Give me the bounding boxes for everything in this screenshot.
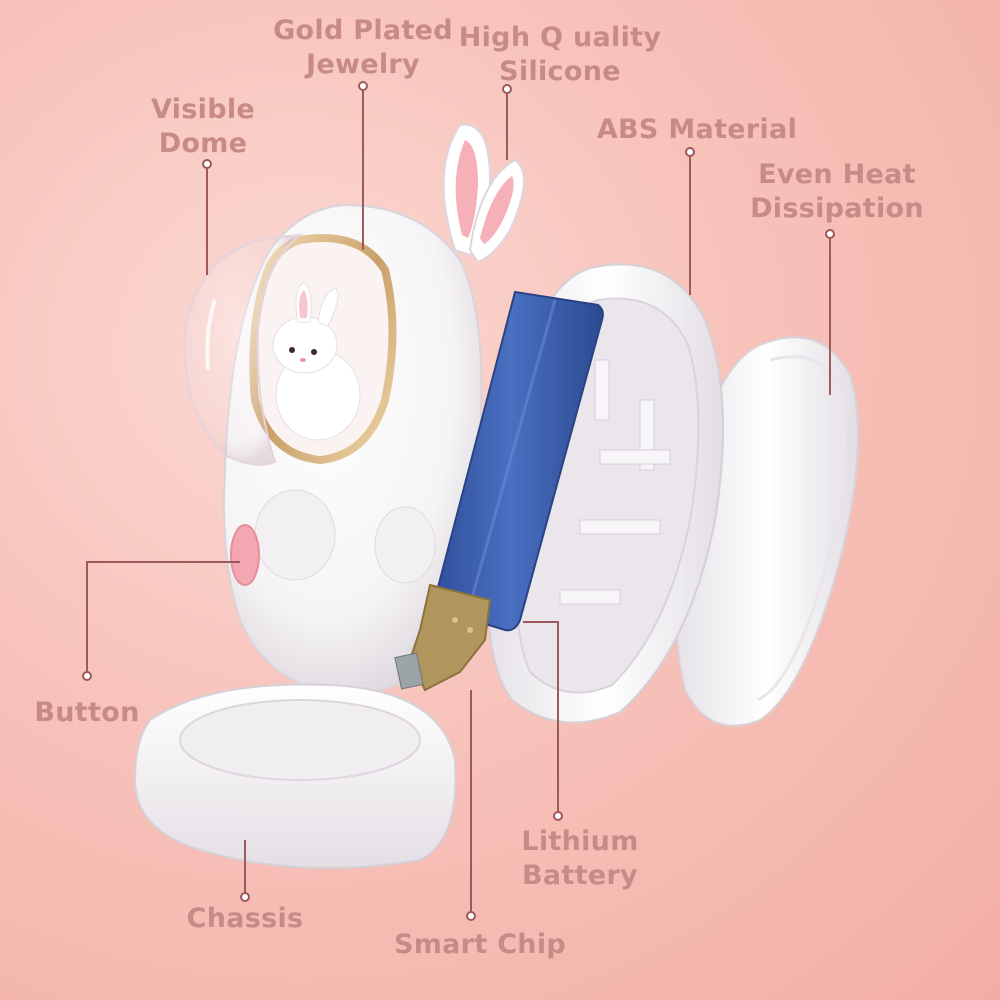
label-line: High Q uality	[458, 22, 662, 53]
label-visible-dome: Visible Dome	[133, 93, 273, 161]
label-line: Dome	[158, 128, 248, 159]
label-button: Button	[22, 696, 152, 730]
rabbit-ears	[442, 123, 525, 264]
label-abs-material: ABS Material	[590, 113, 804, 147]
visible-dome	[183, 233, 304, 466]
label-line: Dissipation	[750, 193, 924, 224]
label-line: Chassis	[186, 903, 304, 934]
label-line: Button	[34, 697, 140, 728]
label-line: ABS Material	[596, 114, 798, 145]
label-even-heat-dissipation: Even Heat Dissipation	[742, 158, 932, 226]
rabbit-figurine	[272, 281, 361, 441]
label-gold-plated-jewelry: Gold Plated Jewelry	[263, 14, 463, 82]
label-line: Silicone	[499, 56, 621, 87]
label-chassis: Chassis	[170, 902, 320, 936]
smart-chip-board	[394, 583, 492, 692]
label-line: Battery	[522, 860, 638, 891]
label-high-quality-silicone: High Q uality Silicone	[455, 21, 665, 89]
pink-button	[230, 524, 260, 586]
label-line: Jewelry	[306, 49, 420, 80]
label-line: Smart Chip	[393, 929, 567, 960]
label-lithium-battery: Lithium Battery	[505, 825, 655, 893]
label-line: Lithium	[521, 826, 639, 857]
leader-lines	[86, 90, 831, 912]
label-line: Even Heat	[758, 159, 916, 190]
leader-endpoints	[82, 81, 835, 921]
label-line: Gold Plated	[273, 15, 453, 46]
chassis-base	[133, 683, 457, 869]
label-smart-chip: Smart Chip	[385, 928, 575, 962]
label-line: Visible	[151, 94, 255, 125]
